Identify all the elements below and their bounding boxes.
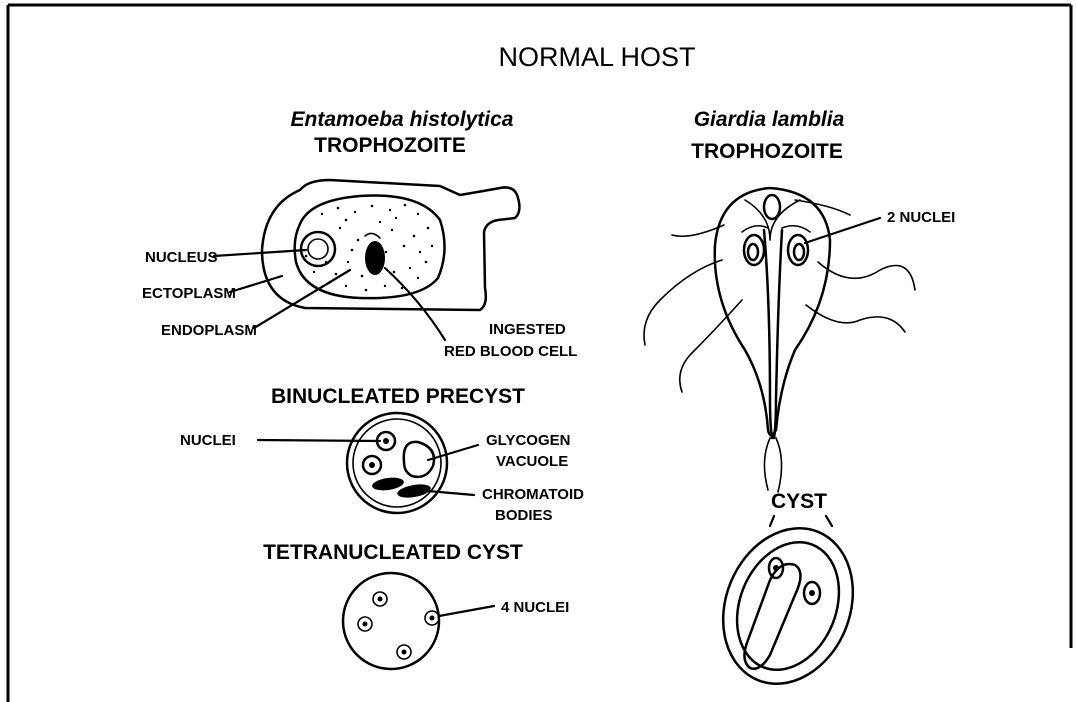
label-4-nuclei: 4 NUCLEI (501, 599, 569, 616)
precyst-heading: BINUCLEATED PRECYST (271, 385, 525, 408)
tetranucleated-cyst-heading: TETRANUCLEATED CYST (263, 541, 523, 564)
label-glycogen-line1: GLYCOGEN (486, 432, 570, 449)
precyst-drawing (347, 413, 447, 513)
giardia-trophozoite-drawing (644, 188, 915, 492)
giardia-cyst-drawing (701, 509, 876, 702)
entamoeba-trophozoite-drawing (262, 180, 519, 310)
label-chromatoid-line2: BODIES (495, 507, 553, 524)
giardia-stage-label: TROPHOZOITE (691, 140, 843, 163)
main-title: NORMAL HOST (498, 42, 695, 72)
label-ingested-line1: INGESTED (489, 321, 566, 338)
entamoeba-stage-label: TROPHOZOITE (314, 134, 466, 157)
label-nuclei: NUCLEI (180, 432, 236, 449)
label-nucleus: NUCLEUS (145, 249, 218, 266)
entamoeba-species-name: Entamoeba histolytica (291, 108, 514, 131)
label-ectoplasm: ECTOPLASM (142, 285, 236, 302)
label-2-nuclei: 2 NUCLEI (887, 209, 955, 226)
label-chromatoid-line1: CHROMATOID (482, 486, 584, 503)
label-endoplasm: ENDOPLASM (161, 322, 257, 339)
label-glycogen-line2: VACUOLE (496, 453, 568, 470)
giardia-cyst-heading: CYST (771, 490, 827, 513)
label-ingested-line2: RED BLOOD CELL (444, 343, 577, 360)
tetranucleated-cyst-drawing (343, 573, 439, 669)
giardia-species-name: Giardia lamblia (694, 108, 845, 131)
